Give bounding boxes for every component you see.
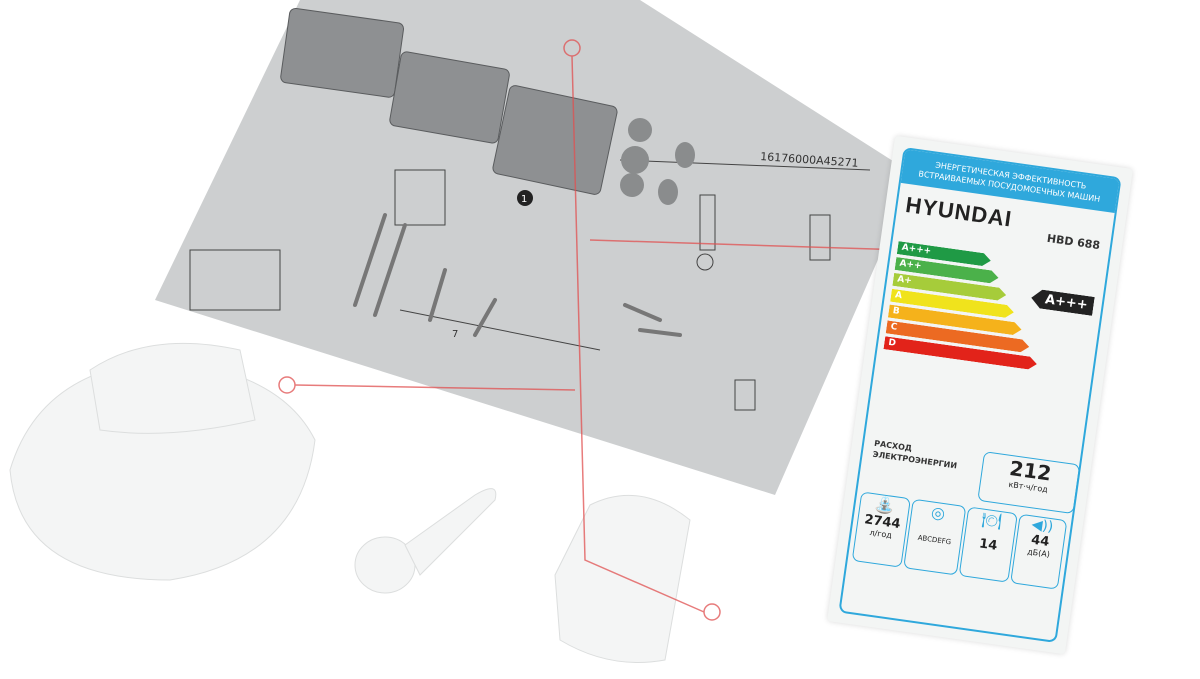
mounting-brackets xyxy=(280,7,618,195)
energy-class-scale: A+++ A++ A+ A B C D xyxy=(883,241,1051,373)
drying-box: ◎ ABCDEFG xyxy=(903,498,967,576)
sheet-drawings xyxy=(189,159,871,411)
noise-box: ◀)) 44 дБ(A) xyxy=(1010,513,1068,590)
instruction-sheet xyxy=(155,0,915,495)
step-number: 1 xyxy=(521,194,527,205)
place-settings-box: 🍽 14 xyxy=(958,506,1018,583)
drying-plate-icon: ◎ xyxy=(929,502,947,524)
step-number-2: 7 xyxy=(452,329,458,340)
place-settings-value: 14 xyxy=(978,536,999,554)
white-plastic-parts xyxy=(9,342,691,663)
energy-box: 212 кВт·ч/год xyxy=(977,451,1081,515)
screws xyxy=(353,213,682,337)
watermark xyxy=(278,39,921,621)
cutlery-icon: 🍽 xyxy=(980,509,1004,532)
drying-class: ABCDEFG xyxy=(917,533,952,547)
step-badge xyxy=(517,190,533,206)
grey-plugs xyxy=(620,118,695,205)
consumption-label: РАСХОД ЭЛЕКТРОЭНЕРГИИ xyxy=(872,438,959,472)
water-box: ⛲ 2744 л/год xyxy=(851,491,911,568)
